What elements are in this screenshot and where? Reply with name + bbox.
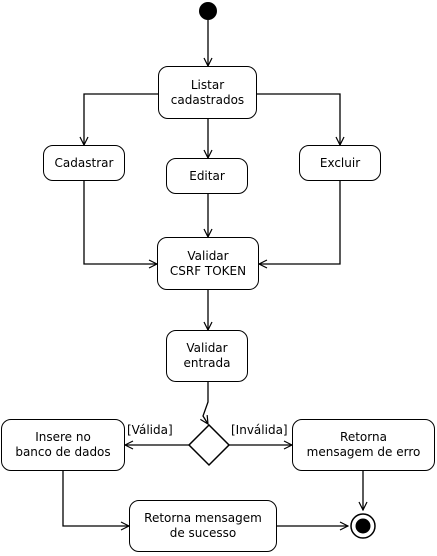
- edge-insere-sucesso: [62, 471, 129, 526]
- edge-listar-cadastrar: [84, 93, 158, 145]
- start-node: [199, 2, 217, 20]
- guard-valida: [Válida]: [127, 423, 173, 437]
- activity-retorna-sucesso: Retorna mensagem de sucesso: [129, 500, 277, 552]
- activity-retorna-erro: Retorna mensagem de erro: [292, 419, 435, 471]
- activity-listar-cadastrados: Listar cadastrados: [158, 66, 257, 119]
- edge-entrada-decision: [203, 382, 208, 424]
- edge-listar-excluir: [257, 93, 340, 145]
- end-node-inner: [355, 518, 371, 534]
- edge-cadastrar-csrf: [83, 181, 157, 264]
- edge-excluir-csrf: [259, 181, 341, 264]
- decision-diamond: [187, 423, 231, 467]
- guard-invalida: [Inválida]: [231, 423, 288, 437]
- activity-validar-csrf-token: Validar CSRF TOKEN: [157, 237, 259, 290]
- activity-excluir: Excluir: [299, 145, 381, 181]
- activity-insere-banco: Insere no banco de dados: [1, 419, 125, 471]
- activity-editar: Editar: [166, 158, 248, 194]
- activity-cadastrar: Cadastrar: [43, 145, 125, 181]
- activity-validar-entrada: Validar entrada: [166, 330, 248, 382]
